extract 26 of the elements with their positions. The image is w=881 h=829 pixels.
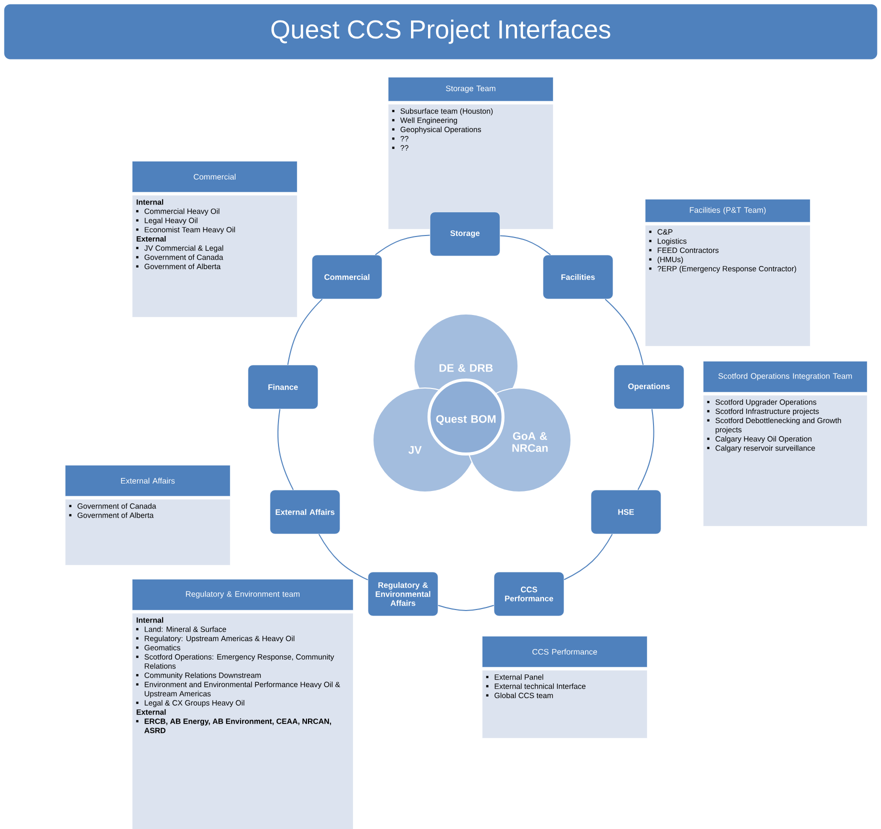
ring-connector <box>500 235 551 256</box>
panel-header: Regulatory & Environment team <box>132 579 354 610</box>
ring-connector <box>374 234 430 256</box>
team-box: External Affairs <box>270 490 340 534</box>
ring-connector <box>318 534 368 580</box>
team-box: Operations <box>614 364 684 410</box>
team-box: Commercial <box>312 254 382 300</box>
panel-header: Storage Team <box>388 77 554 102</box>
panel-header: CCS Performance <box>482 636 648 668</box>
ring-connector <box>604 298 644 366</box>
team-box: Facilities <box>542 254 614 300</box>
team-box: CCS Performance <box>494 572 564 616</box>
team-box: Regulatory & Environmental Affairs <box>368 572 438 616</box>
team-box: Finance <box>248 364 318 410</box>
team-box: Storage <box>430 212 500 256</box>
panel-header: Scotford Operations Integration Team <box>703 361 868 392</box>
ring-connector <box>438 604 494 611</box>
ring-connector <box>277 408 294 490</box>
panel-header: Commercial <box>132 161 298 192</box>
panel-header: Facilities (P&T Team) <box>645 199 810 222</box>
ring-connector <box>287 298 323 366</box>
title-bar: Quest CCS Project Interfaces <box>4 4 878 60</box>
panel-header: External Affairs <box>65 465 230 496</box>
ring-connector <box>638 408 654 490</box>
team-box: HSE <box>590 490 662 534</box>
ring-connector <box>564 534 613 580</box>
